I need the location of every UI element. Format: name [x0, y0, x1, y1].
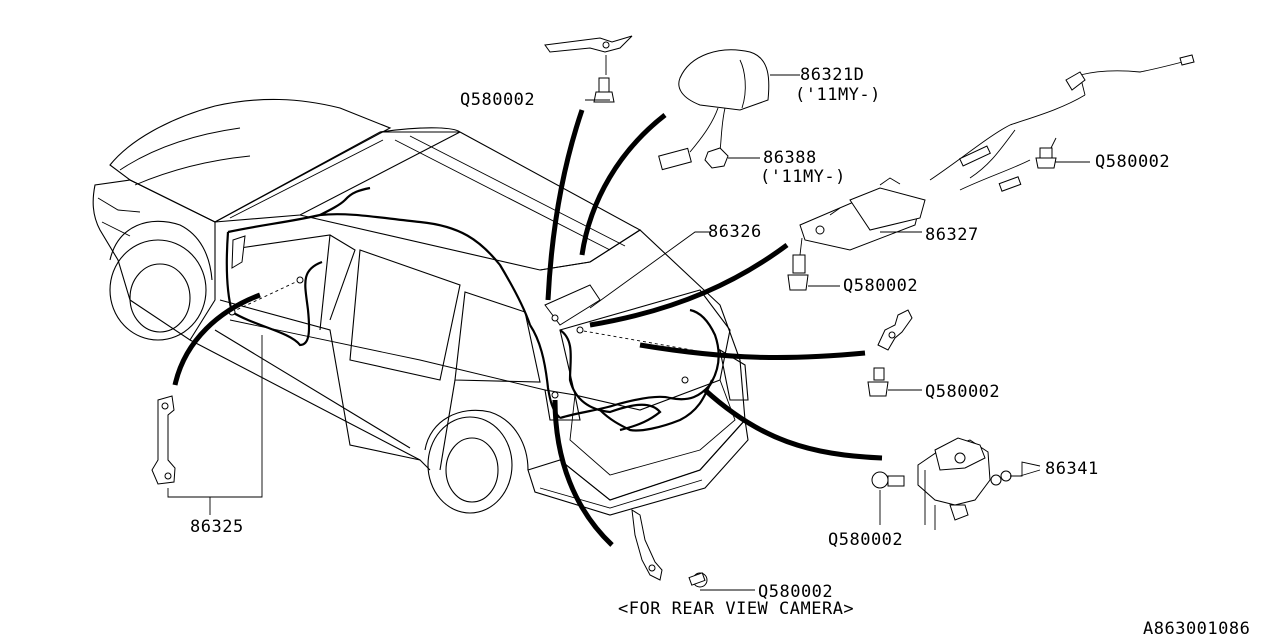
label-86388: 86388: [763, 148, 817, 168]
vehicle-outline: [92, 98, 749, 516]
roof-antenna-86321d: [658, 49, 770, 171]
bracket-right-mid: [867, 309, 913, 397]
label-q580002-lower: Q580002: [828, 530, 903, 550]
camera-module-86341: [917, 437, 1012, 530]
label-86321d-note: ('11MY-): [795, 85, 881, 105]
bracket-86325: [151, 395, 176, 485]
label-86321d: 86321D: [800, 65, 864, 85]
rear-amp-86327: [799, 54, 1195, 251]
label-86325: 86325: [190, 517, 244, 537]
label-q580002-right-top: Q580002: [1095, 152, 1170, 172]
label-86327: 86327: [925, 225, 979, 245]
heavy-leaders: [172, 109, 883, 547]
label-q580002-mid: Q580002: [843, 276, 918, 296]
bolt-lower: [871, 471, 905, 489]
bolt-mid: [787, 237, 809, 291]
label-leaders: [167, 74, 1090, 591]
bolt-right-top: [1035, 137, 1057, 169]
top-bracket-bolt: [544, 35, 633, 103]
bottom-bracket-bolt: [631, 509, 708, 588]
label-86388-note: ('11MY-): [760, 167, 846, 187]
label-q580002-right-mid: Q580002: [925, 382, 1000, 402]
label-q580002-top: Q580002: [460, 90, 535, 110]
label-rear-view-camera: <FOR REAR VIEW CAMERA>: [618, 599, 854, 619]
label-86341: 86341: [1045, 459, 1099, 479]
label-q580002-bottom: Q580002: [758, 582, 833, 602]
label-86326: 86326: [708, 222, 762, 242]
wiring-harness: [225, 186, 721, 432]
diagram-id: A863001086: [1143, 619, 1250, 639]
